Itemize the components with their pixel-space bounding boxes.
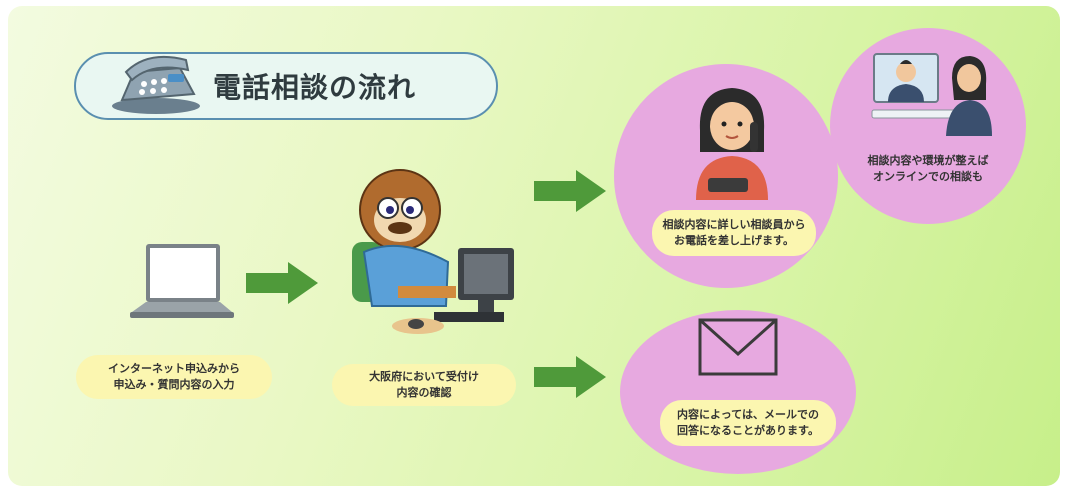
- caption-mail-line1: 内容によっては、メールでの: [677, 408, 819, 421]
- caption-online: 相談内容や環境が整えば オンラインでの相談も: [844, 153, 1012, 185]
- caption-input-line2: 申込み・質問内容の入力: [113, 378, 235, 391]
- caption-phone-line1: 相談内容に詳しい相談員から: [662, 218, 806, 231]
- mail-circle: [620, 310, 856, 474]
- caption-input: インターネット申込みから 申込み・質問内容の入力: [76, 355, 272, 399]
- arrow-icon: [246, 262, 318, 304]
- laptop-icon: [124, 242, 236, 326]
- arrow-icon: [534, 356, 606, 398]
- caption-reception-line1: 大阪府において受付け: [369, 370, 479, 383]
- caption-reception: 大阪府において受付け 内容の確認: [332, 364, 516, 406]
- caption-phone-line2: お電話を差し上げます。: [674, 234, 794, 247]
- caption-reception-line2: 内容の確認: [396, 386, 452, 399]
- video-call-icon: [868, 50, 998, 138]
- envelope-icon: [698, 318, 778, 376]
- caption-online-line2: オンラインでの相談も: [873, 170, 983, 183]
- caption-phone: 相談内容に詳しい相談員から お電話を差し上げます。: [652, 210, 816, 256]
- caption-input-line1: インターネット申込みから: [108, 362, 240, 375]
- mascot-operator-icon: [338, 166, 528, 346]
- flow-diagram-panel: 電話相談の流れ インターネット申込みから 申込み・質問内容の入力: [8, 6, 1060, 486]
- telephone-icon: [108, 50, 204, 116]
- page-title: 電話相談の流れ: [213, 71, 417, 104]
- caption-mail: 内容によっては、メールでの 回答になることがあります。: [660, 400, 836, 446]
- caption-mail-line2: 回答になることがあります。: [677, 424, 819, 437]
- caption-online-line1: 相談内容や環境が整えば: [867, 154, 989, 167]
- arrow-icon: [534, 170, 606, 212]
- phone-operator-icon: [684, 82, 780, 202]
